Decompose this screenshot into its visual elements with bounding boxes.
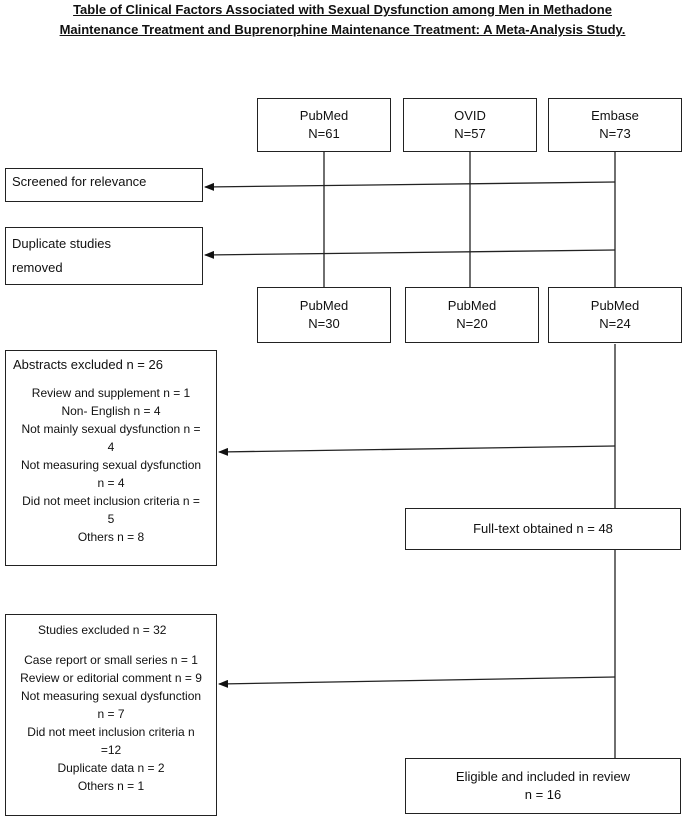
list-item: Not measuring sexual dysfunction <box>20 689 202 703</box>
eligible-box: Eligible and included in review n = 16 <box>405 758 681 814</box>
source-name: PubMed <box>299 108 349 123</box>
db-name: PubMed <box>590 298 640 313</box>
list-item: Others n = 1 <box>77 779 145 793</box>
screened-box-3: PubMed N=24 <box>548 287 682 343</box>
source-box-ovid: OVID N=57 <box>403 98 537 152</box>
db-count: N=30 <box>308 316 340 331</box>
abstracts-excluded-box: Abstracts excluded n = 26 Review and sup… <box>5 350 217 566</box>
list-item: n = 4 <box>97 476 125 490</box>
arrow-abstracts-excluded <box>218 445 616 456</box>
title-line-1: Table of Clinical Factors Associated wit… <box>73 2 612 17</box>
abstracts-excluded-header: Abstracts excluded n = 26 <box>13 357 163 372</box>
screened-box-2: PubMed N=20 <box>405 287 539 343</box>
duplicate-line-1: Duplicate studies <box>12 236 111 251</box>
source-count: N=57 <box>454 126 486 141</box>
db-count: N=20 <box>456 316 488 331</box>
source-box-pubmed: PubMed N=61 <box>257 98 391 152</box>
list-item: Review and supplement n = 1 <box>31 386 191 400</box>
list-item: Not mainly sexual dysfunction n = <box>21 422 201 436</box>
list-item: Did not meet inclusion criteria n = <box>22 494 200 508</box>
source-count: N=73 <box>599 126 631 141</box>
list-item: n = 7 <box>97 707 125 721</box>
duplicate-box: Duplicate studies removed <box>5 227 203 285</box>
list-item: Case report or small series n = 1 <box>24 653 198 667</box>
source-box-embase: Embase N=73 <box>548 98 682 152</box>
list-item: Not measuring sexual dysfunction <box>20 458 202 472</box>
eligible-line-1: Eligible and included in review <box>455 769 631 784</box>
screened-box: Screened for relevance <box>5 168 203 202</box>
list-item: Review or editorial comment n = 9 <box>20 671 202 685</box>
studies-excluded-box: Studies excluded n = 32 Case report or s… <box>5 614 217 816</box>
page-title: Table of Clinical Factors Associated wit… <box>0 0 685 40</box>
source-count: N=61 <box>308 126 340 141</box>
full-text-box: Full-text obtained n = 48 <box>405 508 681 550</box>
studies-excluded-header: Studies excluded n = 32 <box>38 623 167 637</box>
duplicate-line-2: removed <box>12 260 63 275</box>
source-name: OVID <box>454 108 486 123</box>
list-item: Others n = 8 <box>77 530 145 544</box>
arrow-screened <box>204 181 616 191</box>
screened-box-1: PubMed N=30 <box>257 287 391 343</box>
arrow-duplicate <box>204 249 616 259</box>
list-item: =12 <box>100 743 122 757</box>
list-item: Non- English n = 4 <box>61 404 161 418</box>
list-item: 4 <box>107 440 115 454</box>
list-item: Duplicate data n = 2 <box>57 761 165 775</box>
source-name: Embase <box>591 108 639 123</box>
full-text-label: Full-text obtained n = 48 <box>473 521 613 536</box>
eligible-line-2: n = 16 <box>524 787 562 802</box>
studies-excluded-list: Case report or small series n = 1 Review… <box>10 651 212 795</box>
db-name: PubMed <box>447 298 497 313</box>
list-item: Did not meet inclusion criteria n <box>27 725 195 739</box>
db-name: PubMed <box>299 298 349 313</box>
title-line-2: Maintenance Treatment and Buprenorphine … <box>59 22 626 37</box>
abstracts-excluded-list: Review and supplement n = 1 Non- English… <box>10 384 212 546</box>
arrow-studies-excluded <box>218 676 616 688</box>
screened-label: Screened for relevance <box>12 174 147 189</box>
db-count: N=24 <box>599 316 631 331</box>
list-item: 5 <box>107 512 115 526</box>
